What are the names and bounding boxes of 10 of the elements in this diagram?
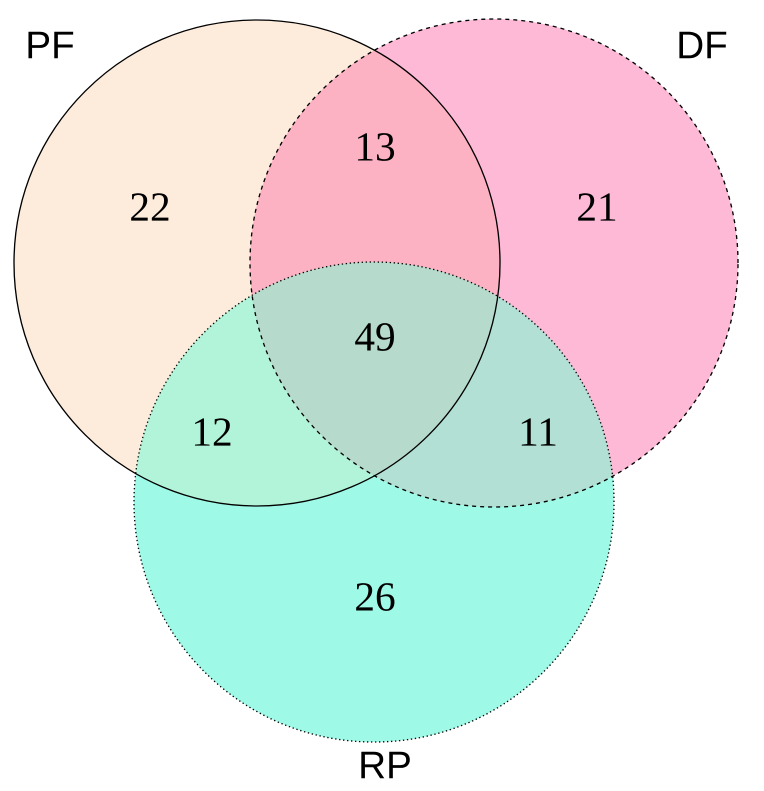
- count-number: 22: [131, 193, 168, 221]
- set-label: PF: [28, 32, 74, 58]
- set-label: RP: [361, 752, 410, 778]
- count-number: 21: [578, 193, 616, 221]
- count-number: 11: [522, 418, 556, 446]
- count-number: 49: [355, 323, 394, 351]
- set-label: DF: [679, 32, 726, 58]
- count-number: 13: [358, 133, 394, 161]
- count-number: 26: [356, 583, 394, 611]
- count-number: 12: [194, 418, 230, 446]
